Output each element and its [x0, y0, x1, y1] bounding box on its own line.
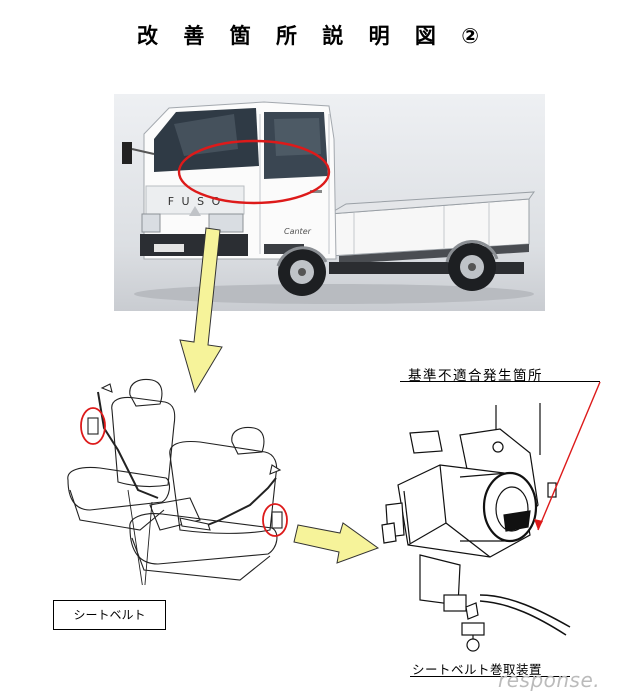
- page-title: 改 善 箇 所 説 明 図 ②: [0, 20, 625, 50]
- truck-photo: F U S O Canter: [114, 94, 545, 311]
- retractor-illustration: [380, 395, 580, 665]
- seat-cushion-right: [130, 514, 277, 564]
- seatbelt-callout-label: シートベルト: [53, 600, 166, 630]
- seatbelt-strap-left: [98, 392, 158, 498]
- seat-headrest-left: [130, 380, 162, 406]
- nonconformity-underline: [400, 381, 600, 382]
- door-badge-text: Canter: [284, 227, 312, 236]
- seat-headrest-right: [232, 428, 264, 454]
- seat-back-left: [112, 398, 175, 487]
- seat-illustration: [40, 370, 340, 585]
- seat-cushion-left: [68, 468, 170, 511]
- watermark: response.: [498, 668, 600, 692]
